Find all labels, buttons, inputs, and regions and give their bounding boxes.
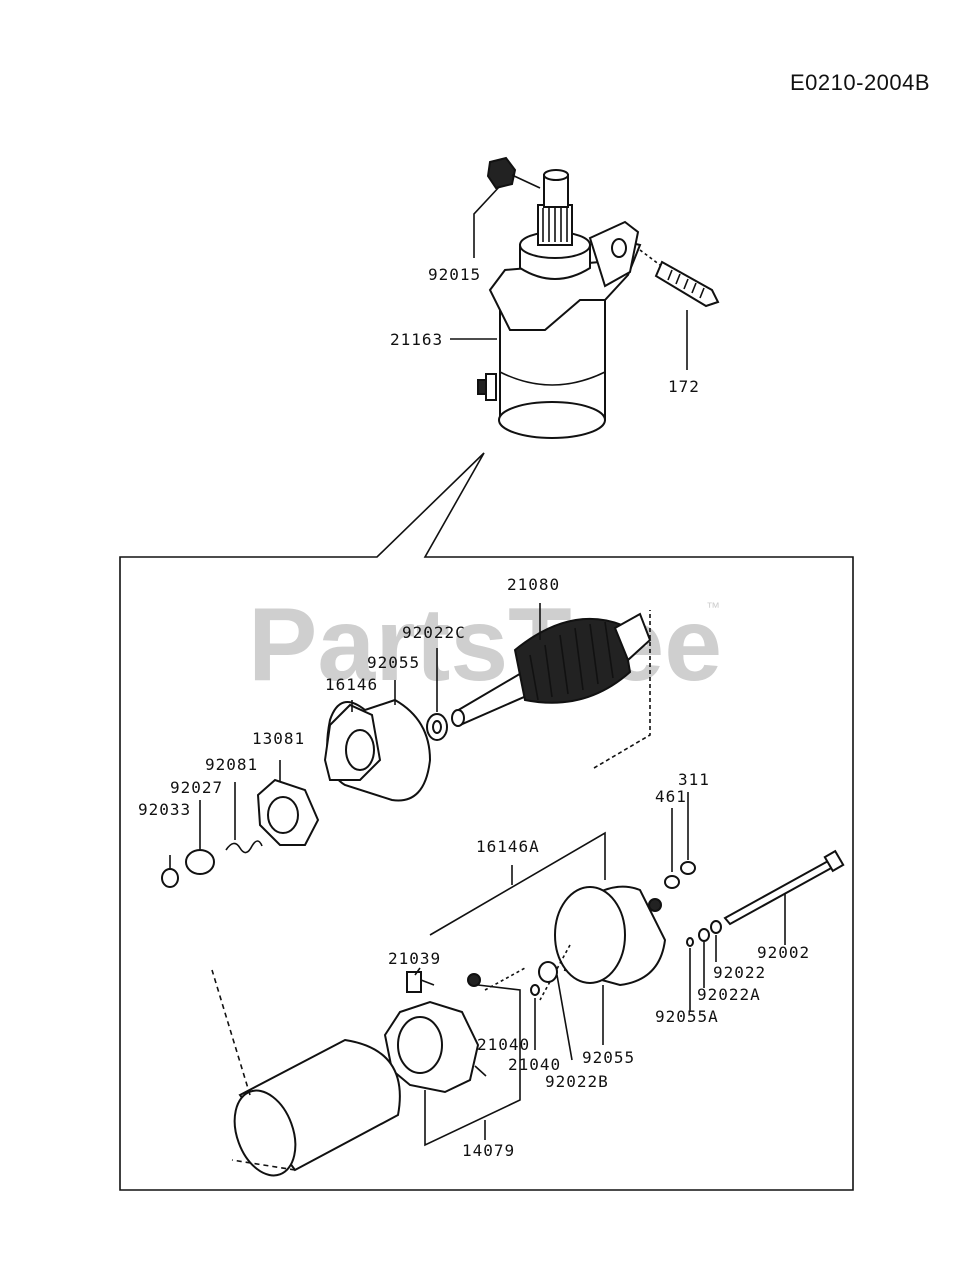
washer-92055A[interactable] [686, 937, 694, 947]
brush-holder-14079[interactable] [383, 967, 526, 1094]
part-label-16146A[interactable]: 16146A [476, 837, 540, 856]
part-label-92055A[interactable]: 92055A [655, 1007, 719, 1026]
collar-92027[interactable] [185, 849, 215, 875]
part-label-461[interactable]: 461 [655, 787, 687, 806]
part-label-21040-lower[interactable]: 21040 [508, 1055, 561, 1074]
part-label-92081[interactable]: 92081 [205, 755, 258, 774]
part-label-92022[interactable]: 92022 [713, 963, 766, 982]
brush-21039[interactable] [406, 971, 422, 993]
part-label-13081[interactable]: 13081 [252, 729, 305, 748]
pinion-gear-13081[interactable] [256, 760, 320, 846]
starter-motor-assembly[interactable] [477, 156, 720, 439]
part-label-92015[interactable]: 92015 [428, 265, 481, 284]
part-label-92055-top[interactable]: 92055 [367, 653, 420, 672]
part-label-16146[interactable]: 16146 [325, 675, 378, 694]
yoke-housing[interactable] [211, 969, 401, 1184]
armature-21080[interactable] [451, 603, 652, 769]
exploded-view-frame [119, 452, 854, 1191]
washer-21040-small[interactable] [530, 984, 540, 996]
part-label-21040-upper[interactable]: 21040 [477, 1035, 530, 1054]
washer-21040[interactable] [538, 961, 558, 983]
part-label-92022A[interactable]: 92022A [697, 985, 761, 1004]
watermark-trademark: ™ [706, 599, 720, 615]
end-cover-16146[interactable] [323, 680, 432, 802]
washer-92022A[interactable] [698, 928, 710, 942]
snap-ring-92033[interactable] [161, 868, 179, 888]
part-label-92027[interactable]: 92027 [170, 778, 223, 797]
rear-cover-16146A[interactable] [539, 885, 667, 1001]
through-bolt-92002[interactable] [723, 858, 837, 926]
watermark-text: PartsTree [248, 587, 722, 703]
part-label-21080[interactable]: 21080 [507, 575, 560, 594]
part-label-92033[interactable]: 92033 [138, 800, 191, 819]
part-label-92002[interactable]: 92002 [757, 943, 810, 962]
washer-92022[interactable] [710, 920, 722, 934]
part-label-92022C[interactable]: 92022C [402, 623, 466, 642]
part-label-92022B[interactable]: 92022B [545, 1072, 609, 1091]
part-label-21163[interactable]: 21163 [390, 330, 443, 349]
part-label-311[interactable]: 311 [678, 770, 710, 789]
part-label-21039[interactable]: 21039 [388, 949, 441, 968]
diagram-code: E0210-2004B [790, 70, 930, 95]
part-label-92055-bottom[interactable]: 92055 [582, 1048, 635, 1067]
nut-311[interactable] [680, 861, 696, 875]
part-label-172[interactable]: 172 [668, 377, 700, 396]
part-label-14079[interactable]: 14079 [462, 1141, 515, 1160]
washer-461[interactable] [664, 875, 680, 889]
spring-92081[interactable] [225, 840, 263, 854]
